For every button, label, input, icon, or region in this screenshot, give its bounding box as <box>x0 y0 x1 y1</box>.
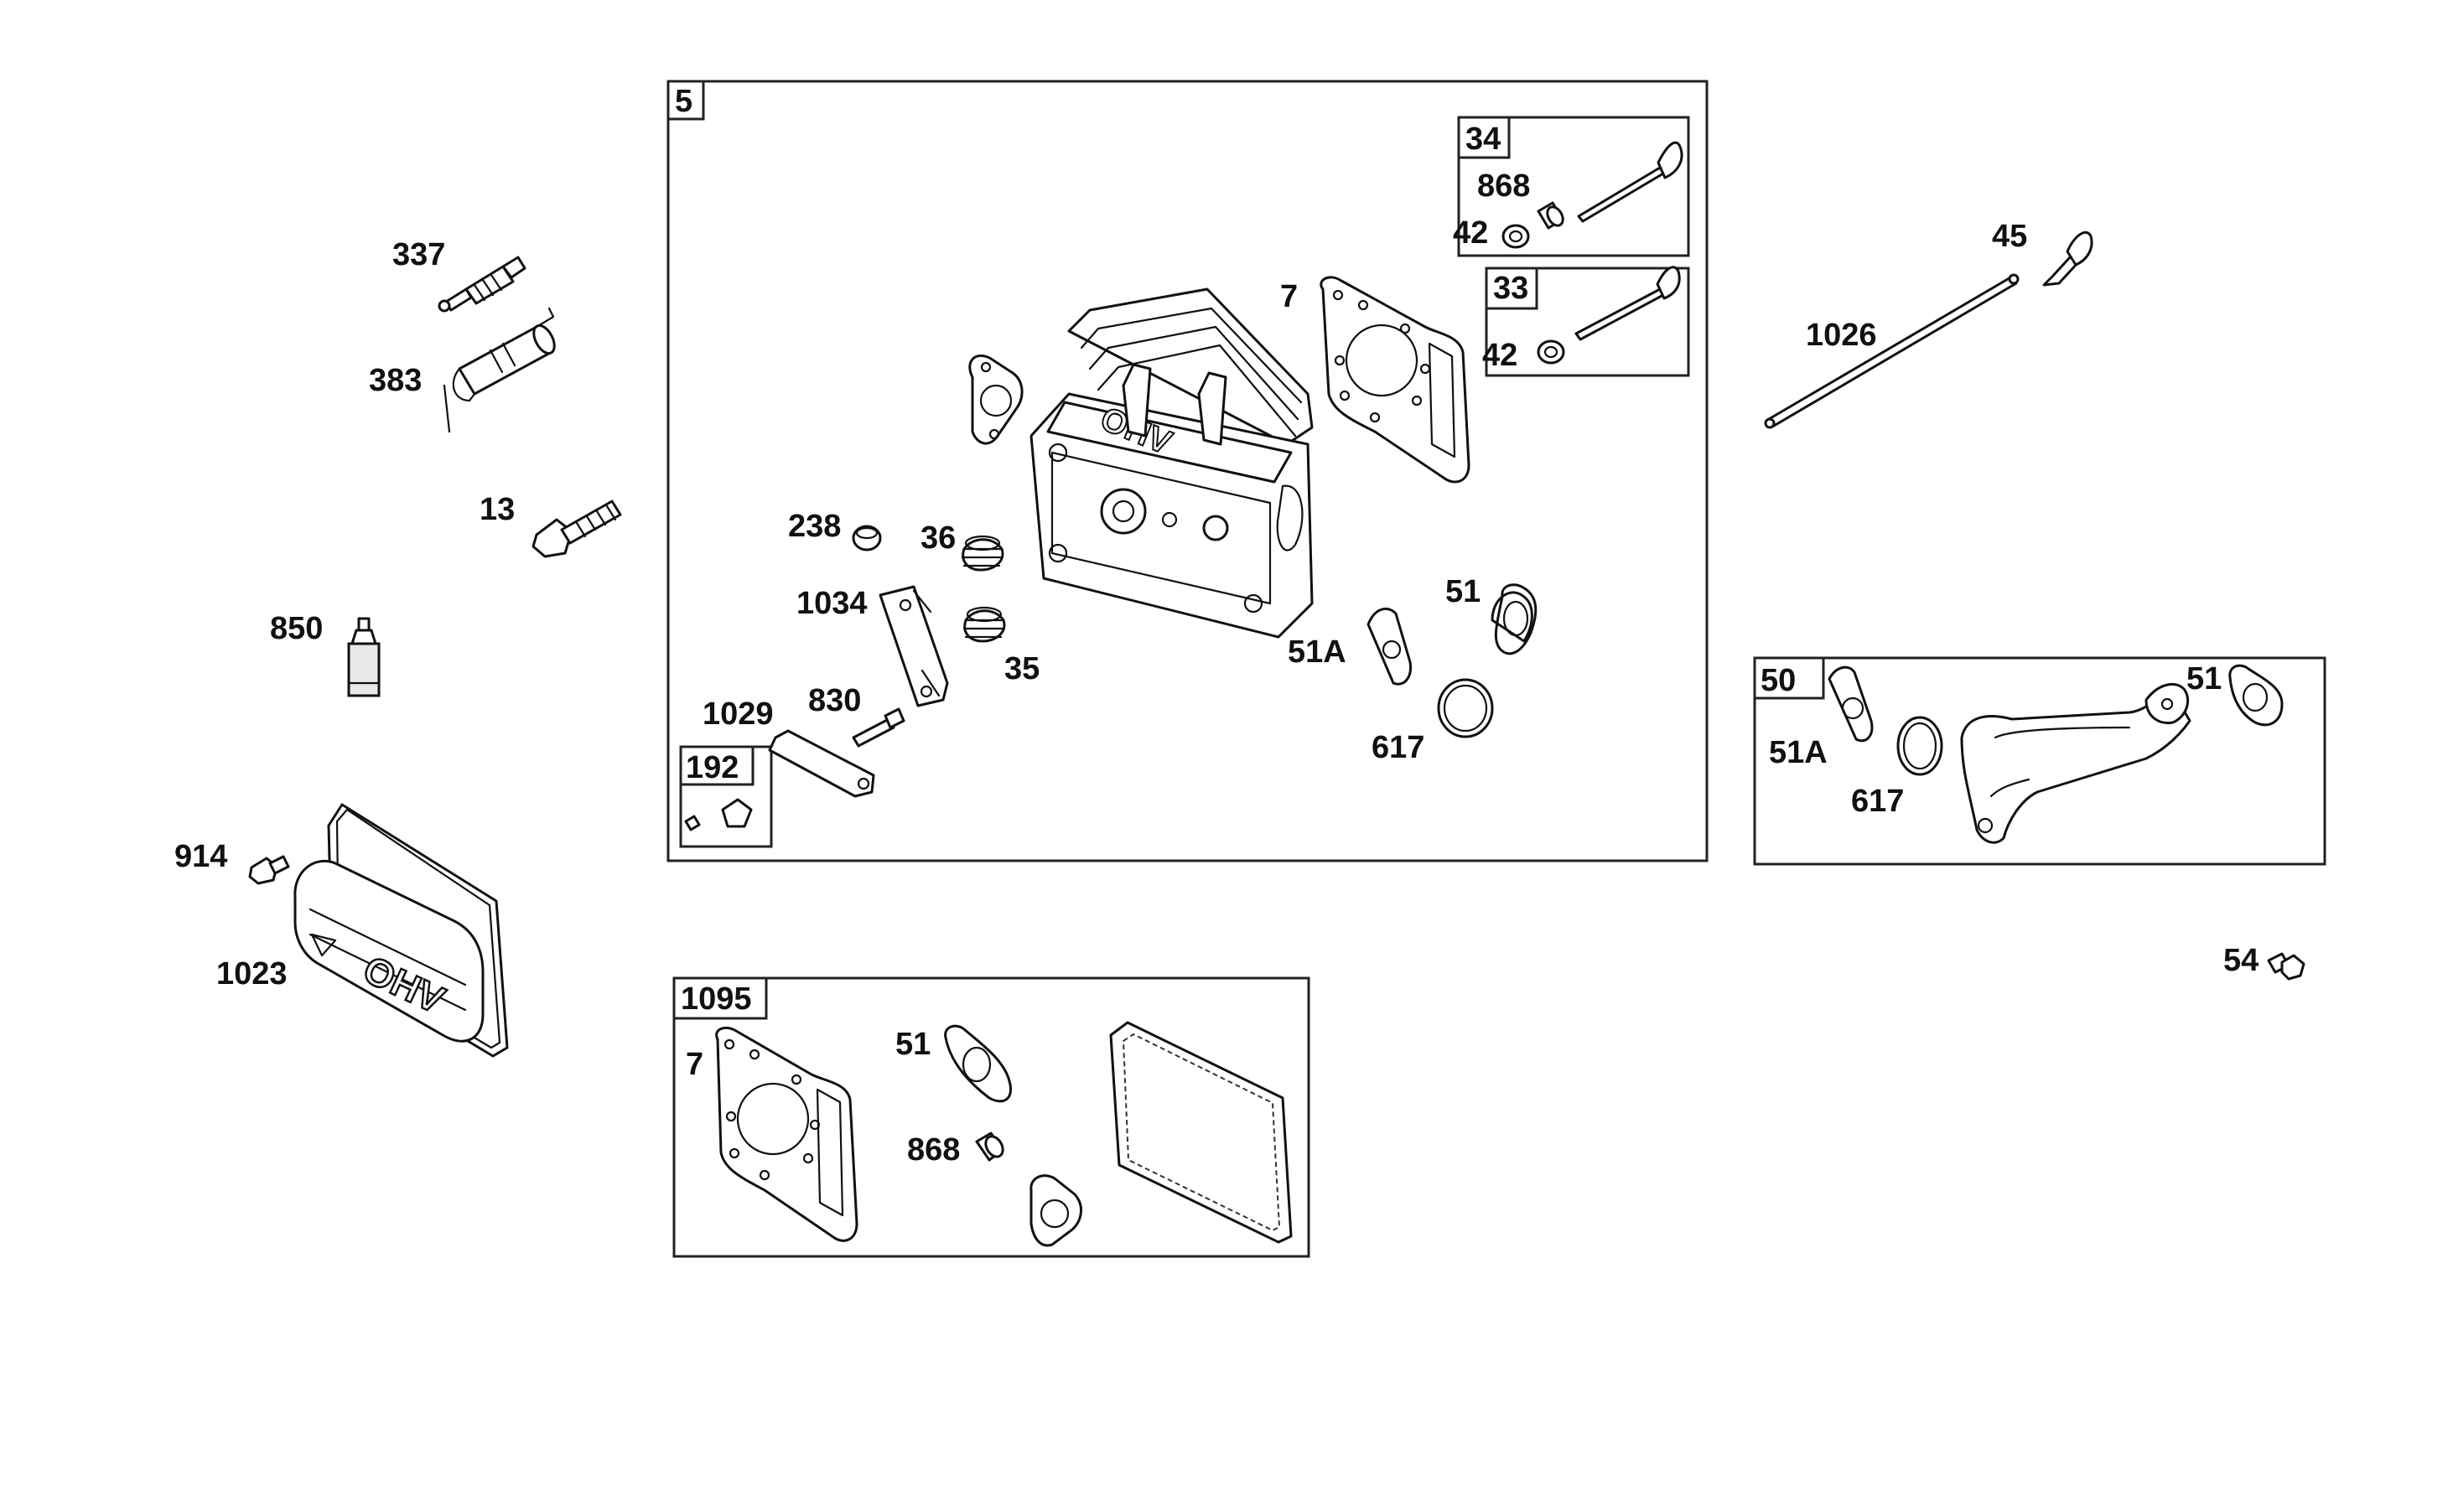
callout-51: 51 <box>1445 574 1481 609</box>
callout-54: 54 <box>2223 943 2259 978</box>
callout-868: 868 <box>1477 168 1530 204</box>
callout-35: 35 <box>1004 651 1040 686</box>
valve-retainer-icon <box>1501 224 1530 249</box>
callout-51: 51 <box>895 1027 931 1062</box>
rocker-adjust-screw-icon <box>684 798 753 831</box>
exhaust-gasket-icon <box>1367 607 1413 686</box>
valve-seal-icon <box>1537 201 1564 230</box>
o-ring-icon <box>1896 716 1943 776</box>
cylinder-head-icon: OHV <box>1029 287 1314 639</box>
sealant-tube-icon <box>347 617 381 697</box>
head-gasket-icon <box>715 1026 858 1242</box>
callout-1026: 1026 <box>1806 318 1877 353</box>
callout-34: 34 <box>1465 122 1501 157</box>
group-box-192 <box>679 745 773 848</box>
callout-42: 42 <box>1453 215 1488 251</box>
callout-868: 868 <box>907 1132 960 1168</box>
callout-36: 36 <box>921 520 956 556</box>
callout-830: 830 <box>808 683 861 718</box>
push-rod-icon <box>1764 273 2020 429</box>
callout-617: 617 <box>1372 730 1424 765</box>
callout-192: 192 <box>686 750 739 785</box>
callout-1095: 1095 <box>681 981 752 1017</box>
callout-337: 337 <box>392 237 445 272</box>
group-box-1095 <box>672 976 1310 1258</box>
callout-13: 13 <box>480 492 515 527</box>
screw-icon <box>248 855 290 885</box>
callout-45: 45 <box>1992 219 2027 254</box>
valve-cover-icon: OHV <box>293 803 509 1058</box>
callout-1029: 1029 <box>703 696 774 732</box>
callout-51A: 51A <box>1769 735 1828 770</box>
callout-5: 5 <box>675 84 692 119</box>
callout-7: 7 <box>1280 279 1298 314</box>
intake-valve-icon <box>2042 231 2093 287</box>
screw-icon <box>2267 952 2305 981</box>
callout-238: 238 <box>788 509 841 544</box>
intake-valve-icon <box>1574 266 1681 341</box>
callout-850: 850 <box>270 611 323 646</box>
exhaust-gasket-icon <box>944 1024 1012 1103</box>
group-box-50 <box>1753 656 2326 866</box>
callout-51A: 51A <box>1288 634 1346 670</box>
breather-plate-icon <box>879 585 949 707</box>
callout-1023: 1023 <box>216 956 288 992</box>
exhaust-gasket-icon <box>1491 583 1538 655</box>
push-rod-guide-icon <box>768 729 875 798</box>
intake-gasket-icon <box>968 354 1024 445</box>
callout-1034: 1034 <box>796 586 868 621</box>
valve-cover-gasket-icon <box>1109 1021 1293 1244</box>
valve-spring-icon <box>961 535 1004 572</box>
callout-33: 33 <box>1493 271 1528 306</box>
exhaust-gasket-icon <box>2228 664 2284 727</box>
o-ring-icon <box>1437 678 1494 738</box>
callout-51: 51 <box>2186 661 2222 696</box>
group-box-33 <box>1485 267 1690 377</box>
exhaust-gasket-icon <box>1828 665 1874 743</box>
valve-cap-icon <box>852 525 882 551</box>
rocker-stud-icon <box>852 707 905 748</box>
callout-617: 617 <box>1851 784 1904 819</box>
group-box-34 <box>1457 116 1690 257</box>
group-box-5: 5 <box>666 80 1709 862</box>
spark-plug-icon <box>438 256 526 313</box>
intake-gasket-icon <box>1029 1174 1082 1247</box>
valve-retainer-icon <box>1537 339 1565 365</box>
callout-42: 42 <box>1482 338 1517 373</box>
valve-seal-icon <box>975 1131 1004 1162</box>
callout-914: 914 <box>174 839 227 874</box>
exhaust-elbow-icon <box>1960 682 2191 844</box>
head-gasket-icon <box>1320 276 1470 484</box>
callout-383: 383 <box>369 363 422 398</box>
spark-plug-wrench-icon <box>443 307 556 433</box>
callout-7: 7 <box>686 1047 703 1082</box>
valve-spring-icon <box>962 606 1006 643</box>
callout-50: 50 <box>1761 663 1796 698</box>
bolt-icon <box>532 500 622 558</box>
exhaust-valve-icon <box>1577 141 1683 223</box>
